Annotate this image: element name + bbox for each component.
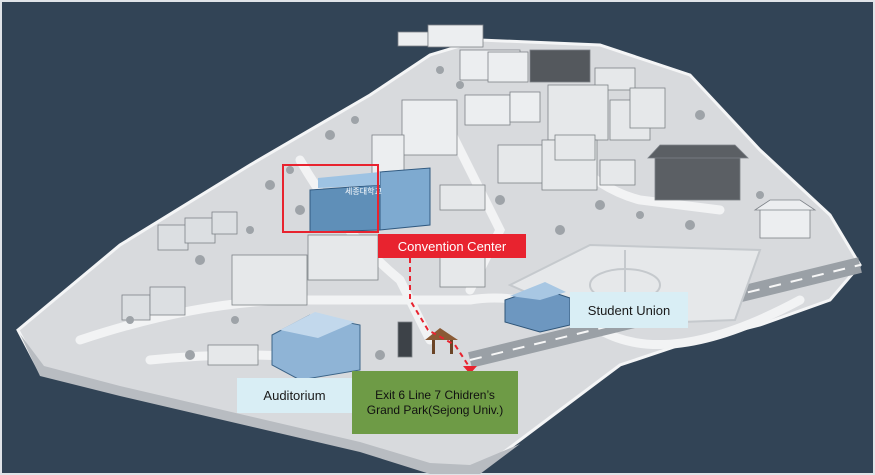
convention-center-highlight xyxy=(282,164,379,233)
building-sign: 세종대학교 xyxy=(345,186,382,196)
building xyxy=(497,134,636,191)
building xyxy=(397,321,413,358)
exit-label[interactable]: Exit 6 Line 7 Chidren’s Grand Park(Sejon… xyxy=(352,371,518,434)
building xyxy=(121,286,186,321)
trees xyxy=(126,66,764,360)
auditorium-building xyxy=(271,312,361,381)
buildings xyxy=(121,24,817,366)
building xyxy=(397,24,529,83)
building xyxy=(647,144,749,201)
convention-center-label[interactable]: Convention Center xyxy=(378,234,526,258)
route-arrow-icon xyxy=(463,366,477,374)
building xyxy=(207,184,486,366)
exit-gate xyxy=(425,328,458,354)
building xyxy=(231,234,379,306)
student-union-label[interactable]: Student Union xyxy=(570,292,688,328)
convention-center-building: 세종대학교 xyxy=(309,167,431,233)
student-union-building xyxy=(504,282,571,333)
building xyxy=(753,199,817,239)
building xyxy=(157,211,238,251)
auditorium-label[interactable]: Auditorium xyxy=(237,378,352,413)
building xyxy=(547,67,666,141)
walking-route xyxy=(409,258,471,369)
building xyxy=(529,49,591,83)
